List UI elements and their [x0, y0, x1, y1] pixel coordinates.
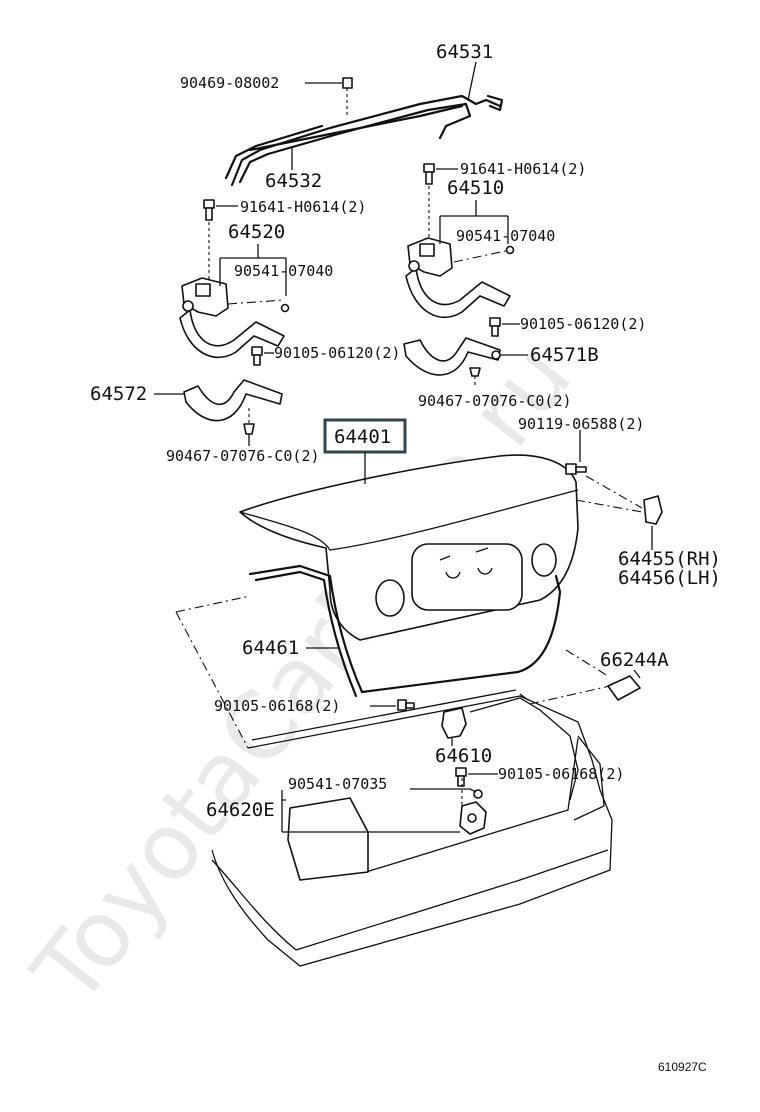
label-66244a[interactable]: 66244A: [600, 649, 669, 671]
label-90467-07076-c0-left[interactable]: 90467-07076-C0(2): [166, 447, 320, 465]
vehicle-body: [175, 595, 613, 967]
cushion-64455-64456[interactable]: [643, 495, 663, 525]
label-64461[interactable]: 64461: [242, 637, 299, 659]
lock-64610[interactable]: [441, 707, 467, 739]
label-64456-lh[interactable]: 64456(LH): [618, 567, 721, 589]
label-64455-rh[interactable]: 64455(RH): [618, 548, 721, 570]
bolt-90541-left[interactable]: [280, 303, 290, 313]
label-64510[interactable]: 64510: [447, 177, 504, 199]
pad-66244a[interactable]: [607, 675, 641, 701]
clip-90467-right[interactable]: [469, 367, 481, 377]
label-90105-06168-right[interactable]: 90105-06168(2): [498, 765, 624, 783]
bolt-90105-06120-left[interactable]: [251, 346, 263, 366]
label-90467-07076-c0-right[interactable]: 90467-07076-C0(2): [418, 392, 572, 410]
label-64620e[interactable]: 64620E: [206, 799, 275, 821]
label-64572[interactable]: 64572: [90, 383, 147, 405]
figure-code: 610927C: [658, 1060, 707, 1074]
label-64520[interactable]: 64520: [228, 221, 285, 243]
label-90541-07035[interactable]: 90541-07035: [288, 775, 387, 793]
label-64401[interactable]: 64401: [334, 426, 391, 448]
bolt-90105-06168-left[interactable]: [397, 699, 415, 711]
label-90541-07040-left[interactable]: 90541-07040: [234, 262, 333, 280]
opener-cable[interactable]: [469, 697, 579, 801]
clip-90467-left[interactable]: [243, 423, 255, 435]
label-64610[interactable]: 64610: [435, 745, 492, 767]
torsion-bar-assembly[interactable]: [224, 94, 504, 187]
label-64571b[interactable]: 64571B: [530, 344, 599, 366]
bolt-91641-left[interactable]: [203, 199, 215, 221]
label-90119-06588[interactable]: 90119-06588(2): [518, 415, 644, 433]
hinge-left-64520[interactable]: [179, 277, 285, 359]
label-90541-07040-right[interactable]: 90541-07040: [456, 227, 555, 245]
weatherstrip-64461[interactable]: [248, 564, 562, 694]
label-64531[interactable]: 64531: [436, 41, 493, 63]
striker-64620e[interactable]: [459, 801, 487, 835]
screw-90119[interactable]: [565, 463, 587, 475]
label-90105-06120-right[interactable]: 90105-06120(2): [520, 315, 646, 333]
trunk-lid-64401[interactable]: [239, 454, 579, 641]
label-90105-06168-left[interactable]: 90105-06168(2): [214, 697, 340, 715]
bolt-90541-right[interactable]: [505, 245, 515, 255]
label-91641-h0614-right[interactable]: 91641-H0614(2): [460, 160, 586, 178]
bolt-90105-06120-right[interactable]: [489, 317, 501, 337]
label-90105-06120-left[interactable]: 90105-06120(2): [274, 344, 400, 362]
hinge-right-64510[interactable]: [405, 237, 511, 319]
label-91641-h0614-left[interactable]: 91641-H0614(2): [240, 198, 366, 216]
label-64532[interactable]: 64532: [265, 170, 322, 192]
bolt-90105-06168-right[interactable]: [455, 767, 467, 787]
bolt-91641-right[interactable]: [423, 163, 435, 185]
bracket-64572[interactable]: [183, 379, 283, 422]
clip-90469[interactable]: [342, 77, 353, 89]
label-90469-08002[interactable]: 90469-08002: [180, 74, 279, 92]
